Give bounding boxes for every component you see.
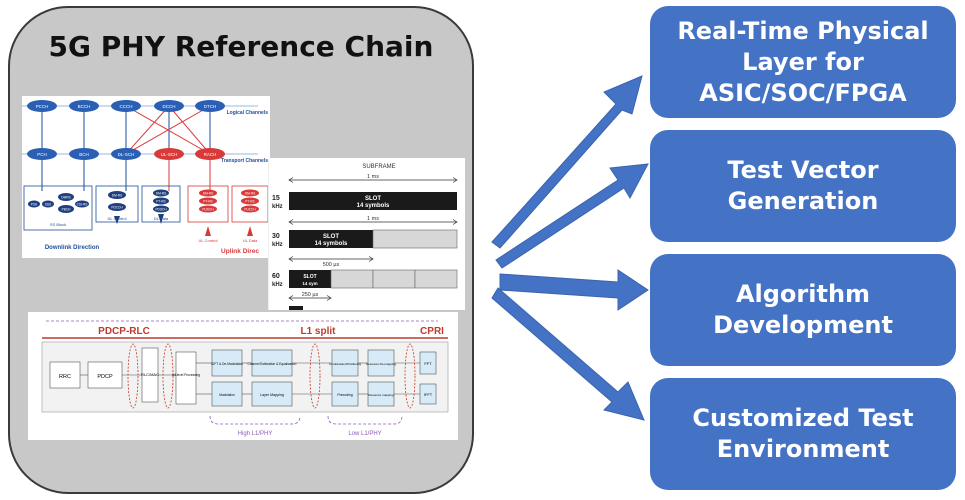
- uplink-label: Uplink Direc: [221, 248, 259, 255]
- numerology-freq: 15: [272, 195, 280, 202]
- physical-channel: DM-RS: [245, 192, 255, 196]
- numerology-freq: 60: [272, 273, 280, 280]
- transport-channels-label: Transport Channels: [221, 158, 268, 164]
- arrow-to-test-env: [491, 287, 645, 421]
- test-environment-label: Customized Test Environment: [692, 404, 914, 463]
- physical-channel: DM-RS: [156, 192, 166, 196]
- transport-channel: PCH: [37, 152, 47, 157]
- pdcp-rlc-label: PDCP-RLC: [98, 326, 150, 337]
- downlink-label: Downlink Direction: [45, 245, 100, 251]
- slot-label: SLOT: [303, 274, 316, 280]
- high-l1-label: High L1/PHY: [238, 431, 273, 437]
- block-fft: FFT: [424, 361, 432, 366]
- numerology-unit: kHz: [272, 282, 283, 288]
- channel-mapping-image: PCCH BCCH CCCH DCCH DTCH Logical Channel…: [22, 96, 270, 258]
- logical-channel: DTCH: [204, 104, 217, 109]
- block-precoding: Precoding: [337, 393, 352, 397]
- subframe-numerology-image: SUBFRAME 1 ms 15 kHz SLOT 14 symbols 1 m…: [268, 158, 465, 310]
- ul-control-label: UL Control: [199, 238, 218, 243]
- low-l1-label: Low L1/PHY: [348, 431, 381, 437]
- transport-channel: DL-SCH: [118, 152, 135, 157]
- block-ifft: IFFT: [424, 392, 433, 397]
- transport-channel: BCH: [79, 152, 89, 157]
- duration-label: 250 µs: [302, 292, 319, 298]
- block-modulation: Modulation: [219, 393, 235, 397]
- ul-data-label: UL Data: [243, 238, 258, 243]
- test-environment-box: Customized Test Environment: [650, 378, 956, 490]
- block-rrc: RRC: [59, 374, 71, 380]
- block-idft: IDFT & De-Modulation: [211, 362, 243, 366]
- physical-channel: PUCCH: [244, 208, 256, 212]
- slot-label: SLOT: [323, 234, 339, 240]
- physical-channel: PT-RS: [245, 200, 254, 204]
- physical-channel: DM-RS: [203, 192, 213, 196]
- physical-channel: PT-RS: [203, 200, 212, 204]
- logical-channels-label: Logical Channels: [227, 110, 269, 116]
- realtime-phy-box: Real-Time Physical Layer for ASIC/SOC/FP…: [650, 6, 956, 118]
- transport-channel: RACH: [204, 152, 217, 157]
- functional-split-image: PDCP-RLC L1 split CPRI RRC PDCP RLC/MAC …: [28, 312, 458, 440]
- block-pdcp: PDCP: [97, 374, 113, 380]
- slot-symbols: 14 symbols: [357, 203, 390, 209]
- arrow-to-realtime: [491, 75, 643, 249]
- numerology-unit: kHz: [272, 242, 283, 248]
- ssb-label: SS Block: [50, 222, 66, 227]
- block-channel-estimation: Channel Estimation & Equalization: [248, 362, 297, 366]
- transport-channel: UL-SCH: [161, 152, 178, 157]
- numerology-unit: kHz: [272, 204, 283, 210]
- block-resource-demapping: Resource De-mapping: [366, 362, 396, 366]
- algorithm-label: Algorithm Development: [713, 280, 893, 339]
- l1-split-label: L1 split: [300, 326, 336, 337]
- test-vector-box: Test Vector Generation: [650, 130, 956, 242]
- arrow-to-algorithm: [499, 269, 649, 311]
- cpri-label: CPRI: [420, 326, 444, 337]
- duration-label: 500 µs: [323, 262, 340, 268]
- logical-channel: CCCH: [120, 104, 133, 109]
- block-resource-mapping: Resource mapping: [368, 393, 394, 397]
- physical-channel: SSS: [45, 203, 51, 207]
- slot-symbols: 14 symbols: [315, 241, 348, 247]
- physical-channel: DM-RS: [112, 194, 122, 198]
- slot-symbols: 14 sym: [302, 281, 317, 286]
- numerology-freq: 30: [272, 233, 280, 240]
- algorithm-box: Algorithm Development: [650, 254, 956, 366]
- block-bit-level: Bit-level Processing: [172, 373, 200, 377]
- realtime-phy-label: Real-Time Physical Layer for ASIC/SOC/FP…: [677, 16, 929, 107]
- arrow-to-test-vector: [495, 163, 649, 269]
- physical-channel: PBCH: [62, 208, 72, 212]
- block-rlc-mac: RLC/MAC: [141, 372, 159, 377]
- duration-label: 1 ms: [367, 174, 379, 180]
- duration-label: 1 ms: [367, 216, 379, 222]
- test-vector-label: Test Vector Generation: [727, 156, 879, 215]
- slot-label: SLOT: [365, 196, 381, 202]
- physical-channel: CSI-RS: [77, 203, 88, 207]
- block-layer-mapping: Layer Mapping: [260, 393, 284, 397]
- logical-channel: DCCH: [163, 104, 176, 109]
- physical-channel: PSS: [31, 203, 37, 207]
- physical-channel: DMRS: [61, 196, 70, 200]
- logical-channel: PCCH: [36, 104, 49, 109]
- subframe-title: SUBFRAME: [362, 164, 395, 170]
- panel-title: 5G PHY Reference Chain: [48, 30, 434, 63]
- physical-channel: PDCCH: [111, 206, 123, 210]
- physical-channel: PDSCH: [155, 208, 167, 212]
- logical-channel: BCCH: [78, 104, 91, 109]
- physical-channel: PUSCH: [202, 208, 214, 212]
- physical-channel: PT-RS: [156, 200, 165, 204]
- block-combination: Combination/Prefiltering: [329, 362, 361, 366]
